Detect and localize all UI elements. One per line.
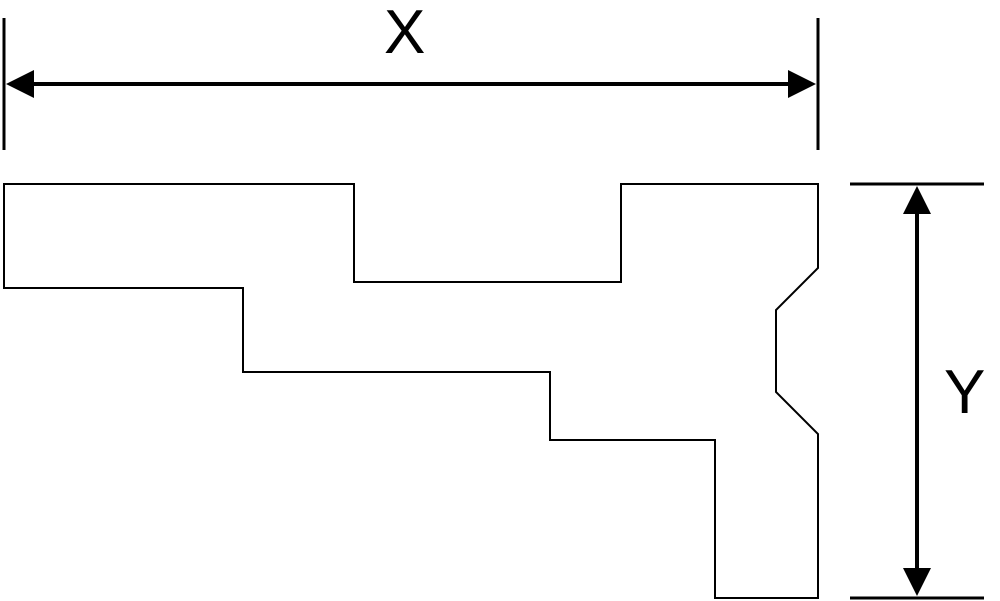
profile-outline <box>3 183 819 599</box>
y-arrowhead-bottom <box>903 568 931 596</box>
x-arrowhead-right <box>788 70 816 98</box>
y-dimension-label: Y <box>944 358 986 427</box>
y-arrowhead-top <box>903 186 931 214</box>
x-arrowhead-left <box>6 70 34 98</box>
x-dimension-label: X <box>384 0 426 67</box>
